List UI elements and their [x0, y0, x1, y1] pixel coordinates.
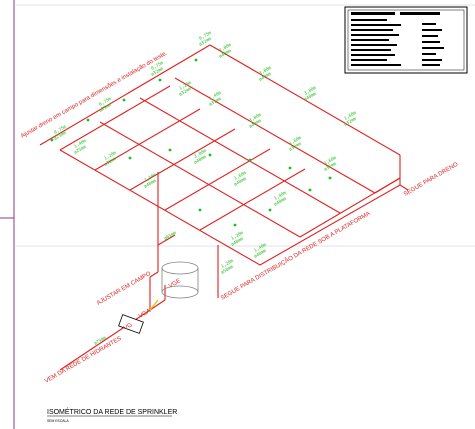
vga-label: VGA	[138, 308, 152, 320]
dim-label: ø25mm	[98, 102, 113, 114]
sprinkler-head	[268, 208, 272, 212]
dim-label: 0,75m	[53, 124, 68, 136]
dim-label: 1,40m	[208, 90, 223, 102]
dim-label: ø40mm	[303, 91, 318, 103]
sprinkler-head	[168, 148, 172, 152]
dim-label: ø40mm	[233, 176, 248, 188]
dim-label: 3,00m	[248, 112, 263, 124]
dimension-labels: 0,75m ø25mm 0,75m ø25mm 0,75m ø32mm 0,75…	[53, 30, 358, 347]
tank-bottom	[161, 285, 199, 299]
dim-label: ø40mm	[248, 118, 263, 130]
sprinkler-head	[308, 188, 312, 192]
dim-label: ø40mm	[258, 71, 273, 83]
sprinkler-head	[128, 156, 132, 160]
dim-label: 1,20m	[103, 150, 118, 162]
sprinkler-head	[248, 158, 252, 162]
dim-label: 0,75m	[198, 30, 213, 42]
drawing-title: ISOMÉTRICO DA REDE DE SPRINKLER	[47, 407, 177, 416]
dim-label: ø40mm	[193, 154, 208, 166]
dim-label: 2,00m	[218, 42, 233, 54]
dim-label: ø50mm	[220, 264, 235, 276]
dim-label: ø32mm	[103, 156, 118, 168]
dim-label: ø32mm	[343, 116, 358, 128]
drawing-subtitle: SEM ESCALA	[47, 419, 69, 423]
drain-outlet-note: SEGUE PARA DRENO	[403, 162, 460, 198]
dim-label: ø32mm	[288, 141, 303, 153]
dim-label: 1,60m	[323, 155, 338, 167]
water-supply-note: VEM DA REDE DE HIDRANTES	[44, 336, 123, 385]
dim-label: ø40mm	[218, 48, 233, 60]
dim-label: 0,75m	[150, 60, 165, 72]
dim-label: ø32mm	[208, 96, 223, 108]
sprinkler-heads	[50, 58, 332, 227]
sprinkler-head	[208, 153, 212, 157]
dim-label: 1,60m	[288, 135, 303, 147]
dim-label: 1,20m	[230, 230, 245, 242]
title-block	[344, 6, 468, 74]
tank-top	[161, 261, 199, 275]
dim-label: 1,40m	[73, 138, 88, 150]
drain-test-note: Ajustar dreno em campo para dimensões e …	[20, 50, 169, 139]
equipment	[118, 261, 199, 334]
dim-label: 0,75m	[98, 96, 113, 108]
dim-label: ø40mm	[273, 196, 288, 208]
dim-label: ø40mm	[143, 178, 158, 190]
field-adjust-note: AJUSTAR EM CAMPO	[96, 271, 152, 307]
dim-label: 1,60m	[343, 110, 358, 122]
sprinkler-head	[158, 78, 162, 82]
dim-label: 3,00m	[258, 65, 273, 77]
dim-label: ø40mm	[230, 236, 245, 248]
dim-label: 1,60m	[233, 170, 248, 182]
dim-label: ø32mm	[323, 161, 338, 173]
annotations: Ajustar dreno em campo para dimensões e …	[20, 50, 460, 384]
dim-label: ø40mm	[253, 248, 268, 260]
vge-label: VGE	[168, 278, 182, 290]
dim-label: 1,20m	[220, 258, 235, 270]
dim-label: ø75mm	[93, 335, 108, 347]
vg-label: VG	[123, 322, 134, 332]
sprinkler-head	[328, 176, 332, 180]
dim-label: ø32mm	[198, 36, 213, 48]
dim-label: ø25mm	[53, 130, 68, 142]
sprinkler-head	[198, 208, 202, 212]
sprinkler-head	[50, 138, 54, 142]
distribution-note: SEGUE PARA DISTRIBUIÇÃO DA REDE SOB A PL…	[220, 210, 372, 302]
pipe-network	[39, 44, 409, 371]
dim-label: ø65mm	[163, 230, 178, 242]
dim-label: 3,00m	[303, 85, 318, 97]
dim-label: 2,00m	[193, 148, 208, 160]
sprinkler-head	[288, 166, 292, 170]
drawing-title-group: ISOMÉTRICO DA REDE DE SPRINKLER SEM ESCA…	[47, 407, 177, 423]
sprinkler-head	[233, 223, 237, 227]
dim-label: 1,20m	[178, 80, 193, 92]
dim-label: ø32mm	[150, 66, 165, 78]
dim-label: 1,40m	[273, 190, 288, 202]
dim-label: ø32mm	[178, 86, 193, 98]
dim-label: 2,50m	[143, 172, 158, 184]
sprinkler-head	[122, 98, 126, 102]
sprinkler-head	[86, 118, 90, 122]
dim-label: 1,40m	[253, 242, 268, 254]
valve-box	[118, 314, 144, 334]
dim-label: ø25mm	[73, 144, 88, 156]
sprinkler-head	[194, 58, 198, 62]
